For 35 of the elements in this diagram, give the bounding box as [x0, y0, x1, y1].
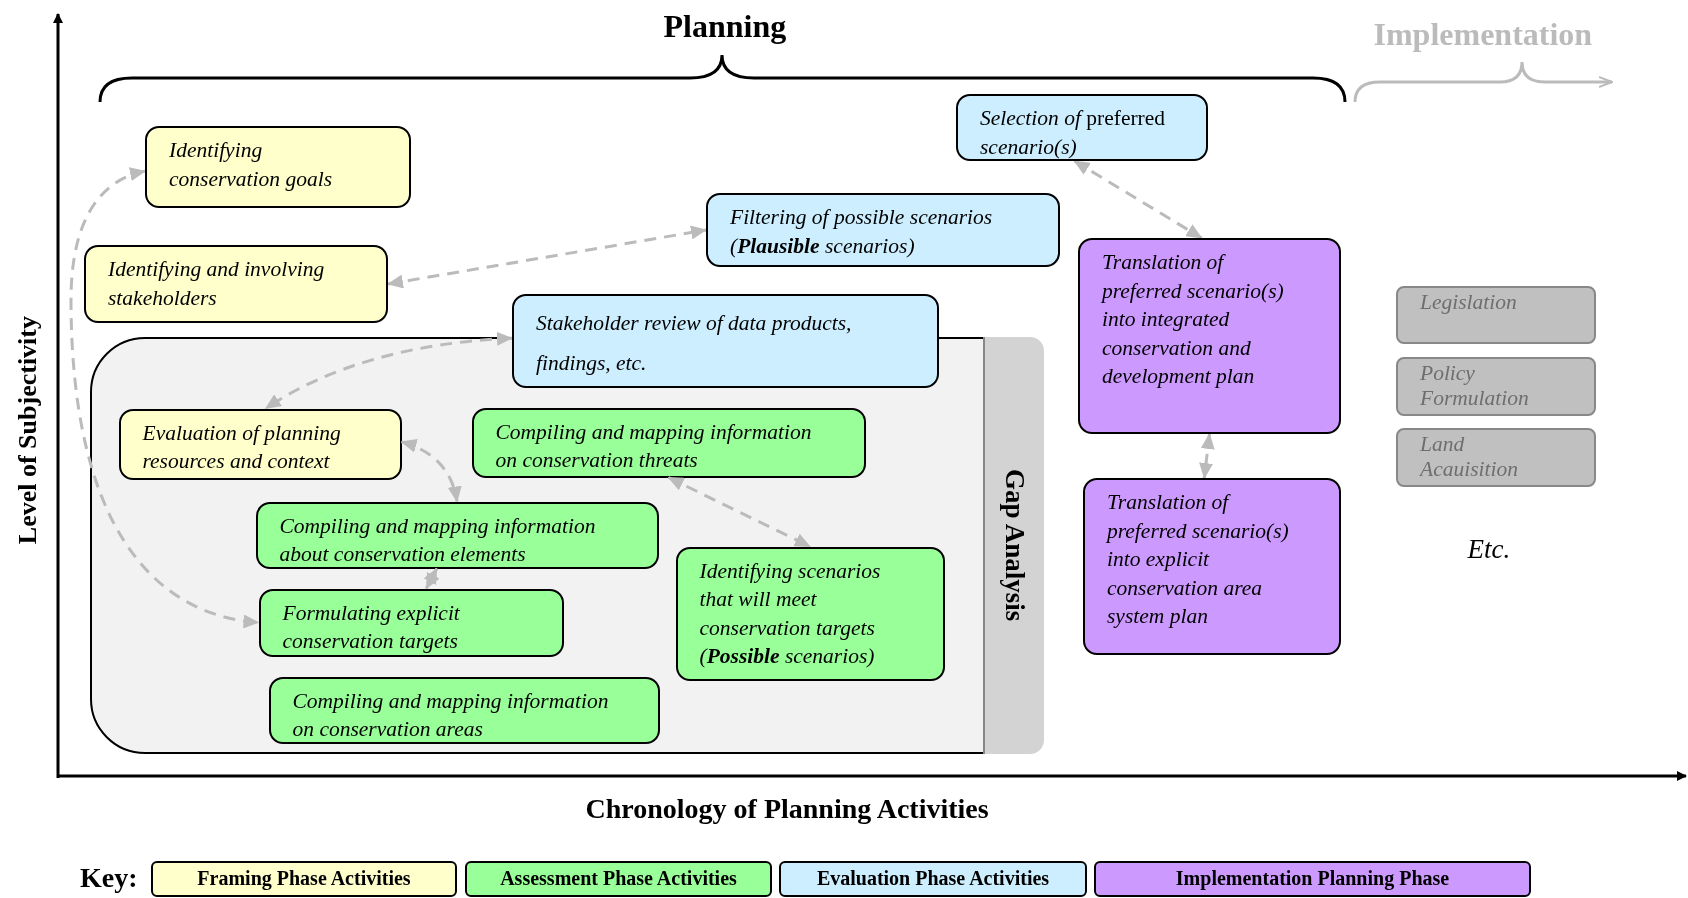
key-label: Key:: [80, 862, 138, 894]
process-box: Policy Formulation: [1396, 357, 1596, 416]
legend-key: Framing Phase Activities: [151, 861, 457, 897]
process-box: Compiling and mapping information about conservation elements: [255, 501, 659, 569]
heading: Planning: [663, 8, 787, 45]
process-box: Land Acauisition: [1396, 428, 1596, 487]
dashed-arrow: [387, 225, 707, 289]
side-band: Gap Analysis: [982, 336, 1044, 754]
dashed-arrow: [1199, 433, 1215, 479]
process-box: Identifying and involving stakeholders: [84, 245, 388, 323]
legend-key: Evaluation Phase Activities: [779, 861, 1087, 897]
group-panel: [90, 337, 1044, 754]
dashed-arrow: [667, 476, 811, 548]
legend-key: Implementation Planning Phase: [1094, 861, 1531, 897]
process-box: Translation of preferred scenario(s) into integrated conservation and development plan: [1078, 238, 1341, 434]
process-box: Filtering of possible scenarios (Plausible scenarios): [706, 193, 1060, 267]
dashed-arrow: [423, 567, 440, 590]
axis-label: Chronology of Planning Activities: [585, 793, 989, 825]
dashed-arrow: [69, 168, 260, 628]
dashed-arrow: [400, 439, 461, 503]
process-box: Legislation: [1396, 286, 1596, 344]
dashed-arrow: [264, 332, 513, 410]
process-box: Compiling and mapping information on conservation threats: [471, 407, 866, 478]
process-box: Evaluation of planning resources and context: [118, 408, 402, 480]
axis-label: Level of Subjectivity: [13, 316, 43, 545]
process-box: Identifying conservation goals: [145, 126, 411, 208]
process-box: Stakeholder review of data products, findings, etc.: [512, 294, 939, 388]
process-box: Compiling and mapping information on conservation areas: [268, 676, 660, 744]
label-text: Etc.: [1467, 534, 1511, 565]
dashed-arrow: [1073, 159, 1203, 240]
process-box: Translation of preferred scenario(s) into explicit conservation area system plan: [1083, 478, 1341, 655]
process-box: Identifying scenarios that will meet conservation targets (Possible scenarios): [675, 546, 945, 681]
process-box: Formulating explicit conservation targets: [258, 588, 564, 657]
heading: Implementation: [1373, 16, 1593, 53]
legend-key: Assessment Phase Activities: [465, 861, 772, 897]
